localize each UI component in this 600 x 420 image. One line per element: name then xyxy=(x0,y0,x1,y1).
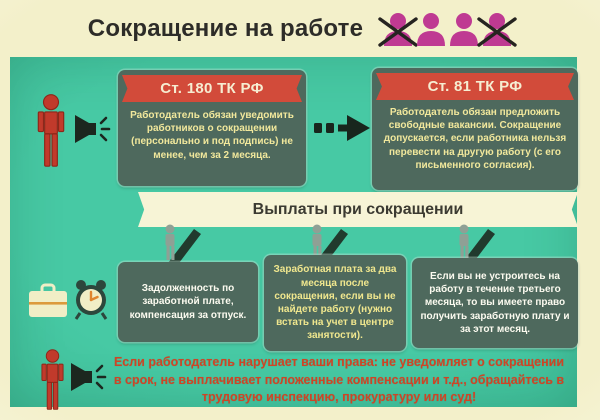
footer-warning-text: Если работодатель нарушает ваши права: н… xyxy=(113,355,565,404)
article-81-text: Работодатель обязан предложить свободные… xyxy=(383,107,567,171)
article-81-box: Ст. 81 ТК РФ Работодатель обязан предлож… xyxy=(372,68,578,190)
arrow-right-icon xyxy=(312,113,372,148)
article-180-text: Работодатель обязан уведомить работников… xyxy=(130,110,294,161)
person-shadow-icon xyxy=(156,221,208,272)
crossed-person-icon xyxy=(477,12,517,47)
payment-box-1: Задолженность по заработной плате, компе… xyxy=(118,262,258,342)
person-icon xyxy=(416,12,446,46)
article-180-ribbon: Ст. 180 ТК РФ xyxy=(122,75,302,102)
article-81-ribbon: Ст. 81 ТК РФ xyxy=(376,73,574,100)
page-title: Сокращение на работе xyxy=(87,14,364,42)
payment-box-3: Если вы не устроитесь на работу в течени… xyxy=(412,258,578,348)
main-canvas: Ст. 180 ТК РФ Работодатель обязан уведом… xyxy=(10,57,578,410)
header: Сокращение на работе xyxy=(0,0,600,57)
red-worker-icon xyxy=(40,349,65,416)
speaker-icon xyxy=(70,360,108,399)
briefcase-icon xyxy=(28,283,68,324)
person-shadow-icon xyxy=(450,221,502,272)
article-180-box: Ст. 180 ТК РФ Работодатель обязан уведом… xyxy=(118,70,306,186)
alarm-clock-icon xyxy=(72,277,110,326)
crossed-person-icon xyxy=(378,12,418,47)
speaker-icon xyxy=(74,112,112,151)
payments-banner: Выплаты при сокращении xyxy=(138,192,578,227)
payment-box-2: Заработная плата за два месяца после сок… xyxy=(264,255,406,351)
person-icon xyxy=(449,12,479,46)
red-worker-icon xyxy=(36,93,66,174)
people-icons-group xyxy=(378,12,517,47)
